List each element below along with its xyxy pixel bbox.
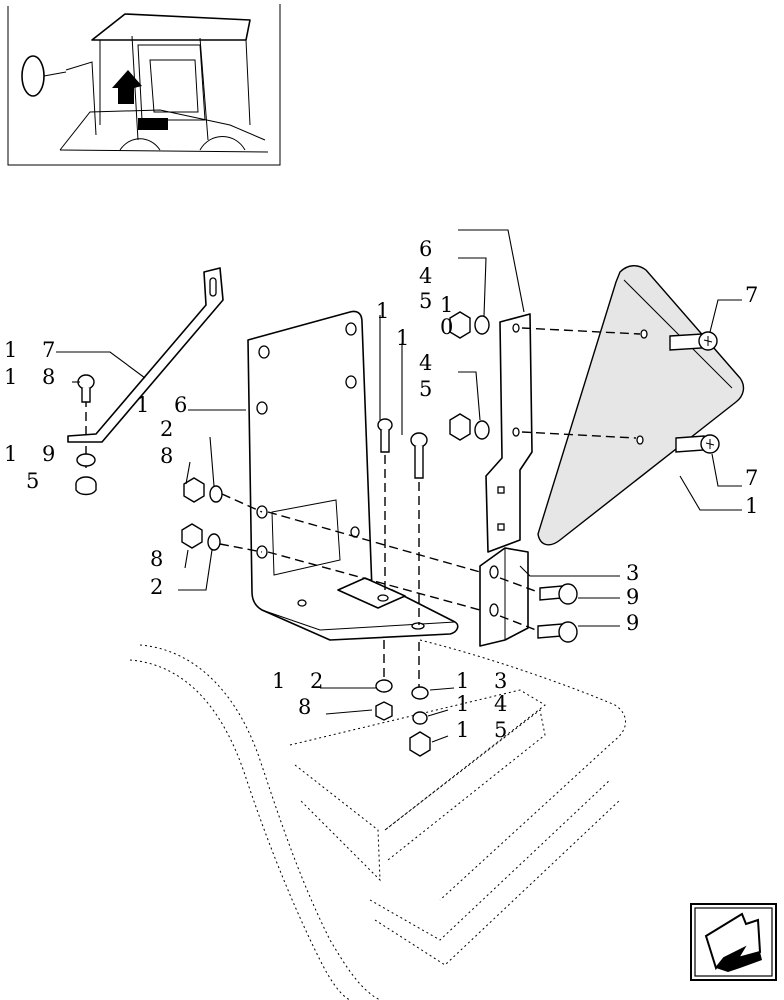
callout-15: 1 5 (456, 718, 516, 742)
bolt-7-lower (675, 434, 720, 454)
callout-7-upper: 7 (745, 283, 767, 307)
callout-4-upper: 4 (419, 264, 441, 288)
callout-9-upper: 9 (626, 585, 648, 609)
slotted-plate (337, 577, 425, 630)
bolt-18 (77, 374, 95, 403)
callout-9-lower: 9 (626, 611, 648, 635)
nut-5-middle (449, 413, 471, 441)
next-page-arrow-icon[interactable] (690, 903, 777, 981)
angle-bracket (479, 547, 529, 647)
callout-13: 1 3 (456, 669, 516, 693)
bolt-7-upper (669, 331, 718, 351)
bolt-11 (410, 432, 428, 479)
warning-triangle-panel (537, 265, 745, 546)
callout-11-digit1: 1 (376, 299, 398, 323)
cab-fender-outline (129, 639, 626, 1000)
washer-4-middle (474, 420, 490, 440)
callout-5-middle: 5 (419, 377, 441, 401)
support-rod (67, 267, 224, 443)
callout-8-lower: 8 (150, 547, 172, 571)
nut-8-lower (181, 523, 203, 549)
callout-3: 3 (626, 561, 648, 585)
callout-16: 1 6 (136, 393, 196, 417)
callout-19: 1 9 (4, 442, 64, 466)
washer-19 (76, 453, 96, 467)
bolt-9-lower (537, 621, 578, 643)
nut-5-upper (449, 311, 471, 339)
callout-17: 1 7 (4, 338, 64, 362)
nut-5-left (75, 476, 97, 496)
callout-4-middle: 4 (419, 351, 441, 375)
nut-8-bottom (375, 701, 393, 721)
nut-15 (409, 731, 431, 757)
callout-14: 1 4 (456, 692, 516, 716)
callout-10-digit2: 0 (440, 315, 462, 339)
tractor-cab-locator-icon (7, 4, 281, 166)
callout-7-lower: 7 (745, 466, 767, 490)
washer-2-upper (209, 485, 223, 503)
callout-12: 1 2 (272, 669, 332, 693)
callout-5-left: 5 (26, 469, 48, 493)
washer-2-lower (207, 533, 221, 551)
callout-10-digit1: 1 (440, 293, 462, 317)
callout-11-digit2: 1 (396, 326, 418, 350)
bolt-10 (377, 418, 393, 453)
callout-1: 1 (745, 494, 767, 518)
leader-lines (56, 229, 742, 743)
callout-8-upper: 8 (160, 444, 182, 468)
callout-labels: 6 4 5 1 0 7 1 1 1 7 1 8 4 5 1 6 2 8 1 9 … (4, 237, 767, 742)
washer-13 (411, 686, 429, 700)
washer-12 (375, 679, 393, 693)
vertical-strap (485, 313, 533, 553)
callout-2-lower: 2 (150, 575, 172, 599)
callout-5-upper: 5 (419, 289, 441, 313)
washer-4-upper (474, 315, 490, 335)
bolt-9-upper (539, 583, 578, 605)
nut-8-upper (183, 477, 205, 503)
main-bracket-plate (247, 310, 459, 641)
washer-14 (412, 711, 428, 725)
callout-2-upper: 2 (160, 417, 182, 441)
callout-18: 1 8 (4, 365, 64, 389)
callout-6: 6 (419, 237, 441, 261)
callout-8-bottom: 8 (298, 695, 320, 719)
